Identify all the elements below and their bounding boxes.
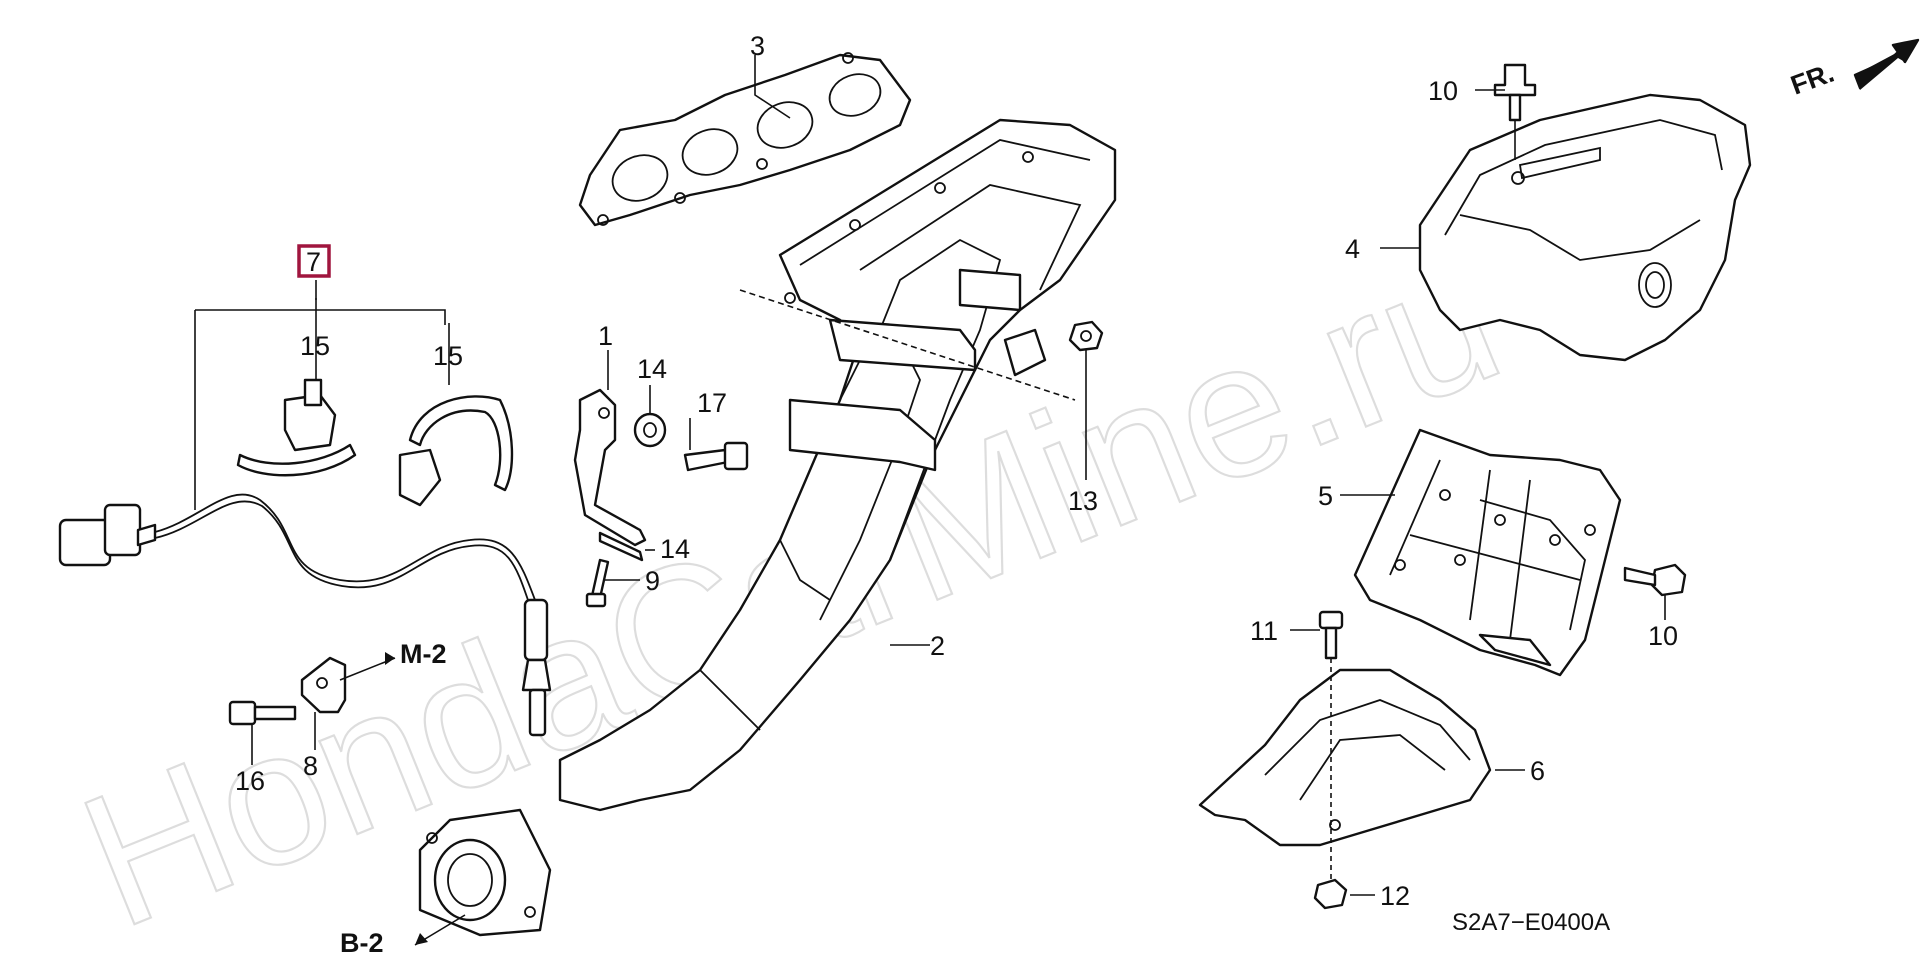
bolt-10-upper: [1493, 63, 1537, 122]
front-direction-arrow: FR.: [1787, 38, 1920, 101]
bolt-17: [683, 441, 749, 472]
callout-10-lower: 10: [1648, 621, 1678, 651]
callout-5: 5: [1318, 481, 1333, 511]
callout-15-left: 15: [300, 331, 330, 361]
callout-14-lower: 14: [660, 534, 690, 564]
callout-labels: 3 2 4 5 6 10 10 11 12 13 1 14 17 14 9 15…: [235, 31, 1678, 911]
callout-13: 13: [1068, 486, 1098, 516]
nut-12: [1313, 878, 1348, 910]
callout-3: 3: [750, 31, 765, 61]
callout-7: 7: [306, 247, 321, 277]
flange-bolt-16: [228, 700, 297, 726]
callout-16: 16: [235, 766, 265, 796]
bolt-10-lower: [1623, 563, 1687, 597]
callout-11: 11: [1250, 616, 1278, 646]
callout-17: 17: [697, 388, 727, 418]
front-direction-label: FR.: [1787, 58, 1838, 101]
converter-heat-shield: [1198, 668, 1492, 847]
oxygen-sensor: [58, 493, 552, 737]
lower-heat-shield: [1353, 428, 1622, 677]
exhaust-manifold: [418, 118, 1117, 937]
upper-heat-shield: [1418, 93, 1752, 362]
reference-m2[interactable]: M-2: [400, 639, 447, 669]
reference-b2[interactable]: B-2: [340, 928, 384, 958]
bolt-11: [1318, 610, 1344, 660]
washer-14-upper: [633, 412, 667, 448]
callout-12: 12: [1380, 881, 1410, 911]
washer-14-lower: [598, 531, 644, 562]
leader-lines: [194, 55, 1666, 946]
callout-1: 1: [598, 321, 613, 351]
sensor-bracket: [300, 656, 347, 714]
callout-15-right: 15: [433, 341, 463, 371]
callout-14-upper: 14: [637, 354, 667, 384]
callout-8: 8: [303, 751, 318, 781]
callout-6: 6: [1530, 756, 1545, 786]
manifold-gasket: [578, 52, 912, 227]
bolt-9: [585, 558, 610, 608]
nut-13: [1068, 320, 1104, 352]
callout-9: 9: [645, 566, 660, 596]
manifold-stay: [573, 388, 647, 547]
callout-7-highlight[interactable]: 7: [297, 244, 331, 278]
diagram-code: S2A7−E0400A: [1452, 909, 1610, 936]
callout-10-upper: 10: [1428, 76, 1458, 106]
highlight-box: [297, 244, 331, 278]
sensor-clip-left: [236, 378, 357, 477]
callout-4: 4: [1345, 234, 1360, 264]
callout-2: 2: [930, 631, 945, 661]
sensor-clip-right: [398, 395, 514, 507]
